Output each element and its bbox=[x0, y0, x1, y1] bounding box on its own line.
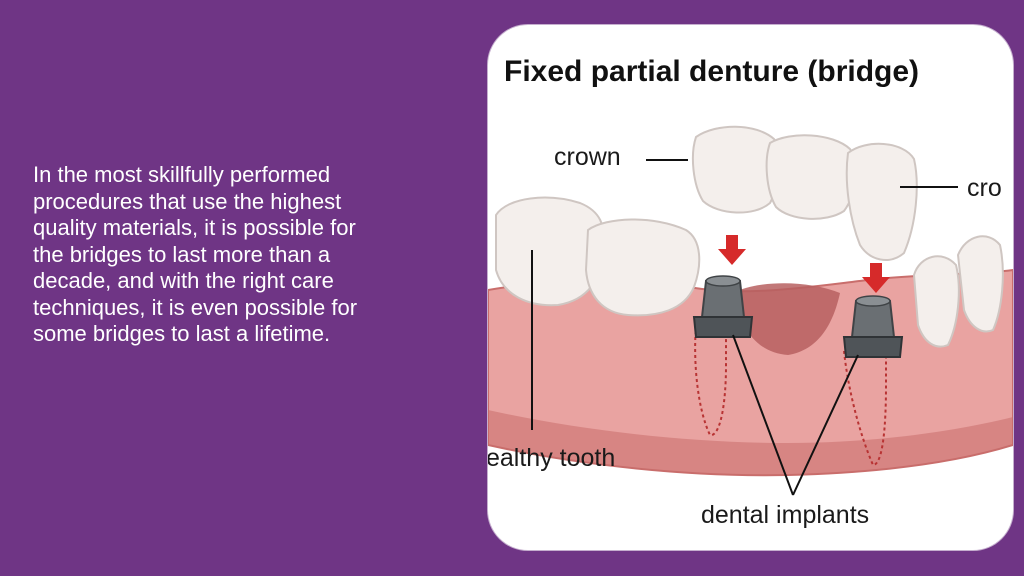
implant-root-right bbox=[843, 350, 887, 467]
body-text-line: quality materials, it is possible for bbox=[33, 215, 356, 240]
bridge-illustration bbox=[488, 125, 1013, 496]
label-dental-implants: dental implants bbox=[701, 501, 870, 529]
right-incisor-1 bbox=[912, 255, 960, 348]
label-crown-left: crown bbox=[554, 143, 621, 171]
bridge-diagram-card: Fixed partial denture (bridge) crown cro… bbox=[488, 25, 1013, 550]
implant-root-left bbox=[694, 324, 727, 436]
body-text-line: procedures that use the highest bbox=[33, 188, 342, 214]
body-text-line: some bridges to last a lifetime. bbox=[33, 321, 331, 346]
body-text-line: the bridges to last more than a bbox=[33, 241, 331, 267]
abutment-right bbox=[842, 295, 904, 358]
arrow-left-icon bbox=[718, 235, 746, 265]
bridge-crown-2 bbox=[765, 134, 857, 220]
bridge-crown-1 bbox=[691, 125, 781, 214]
gum-lower-shade bbox=[488, 410, 1013, 476]
gum-gap bbox=[733, 283, 840, 355]
healthy-molar-front bbox=[584, 218, 701, 317]
label-crown-right: cro bbox=[967, 174, 1002, 202]
body-text: In the most skillfully performed procedu… bbox=[33, 162, 463, 348]
abutment-left bbox=[692, 275, 754, 338]
body-text-line: decade, and with the right care bbox=[33, 268, 334, 293]
body-text-line: In the most skillfully performed bbox=[33, 162, 331, 187]
body-text-line: techniques, it is even possible for bbox=[33, 294, 358, 320]
label-healthy-tooth: ealthy tooth bbox=[488, 444, 616, 472]
bridge-crown-3 bbox=[845, 142, 918, 261]
arrow-right-icon bbox=[862, 263, 890, 293]
leader-implant-right bbox=[792, 354, 859, 496]
leader-implant-left bbox=[732, 334, 794, 496]
diagram-title: Fixed partial denture (bridge) bbox=[504, 55, 920, 88]
right-incisor-2 bbox=[956, 235, 1004, 333]
